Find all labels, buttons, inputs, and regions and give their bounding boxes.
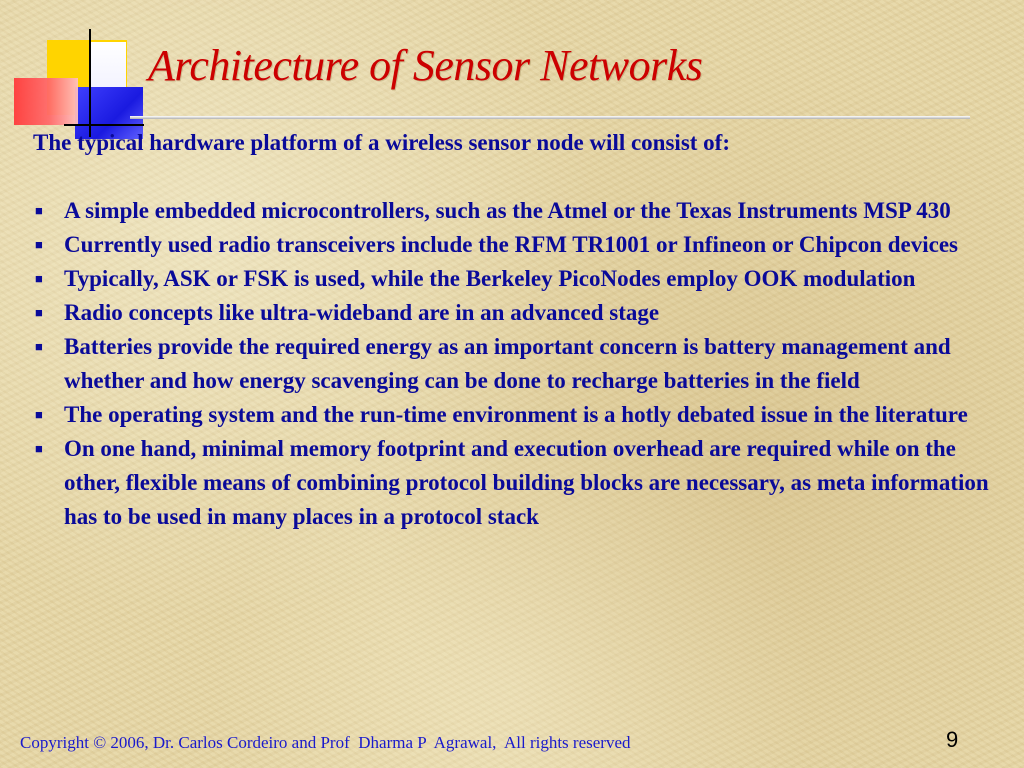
bullet-item: ■ Typically, ASK or FSK is used, while th… (33, 262, 998, 296)
title-underline-rule (130, 116, 970, 119)
bullet-icon: ■ (35, 271, 43, 286)
bullet-item: ■ On one hand, minimal memory footprint a… (33, 432, 998, 534)
bullet-text: A simple embedded microcontrollers, such… (64, 198, 951, 223)
bullet-text: Batteries provide the required energy as… (64, 334, 951, 393)
bullet-text: Radio concepts like ultra-wideband are i… (64, 300, 660, 325)
decor-white-square (90, 42, 126, 87)
slide-title: Architecture of Sensor Networks (148, 41, 703, 90)
decor-blue-square (75, 87, 143, 139)
bullet-text: Typically, ASK or FSK is used, while the… (64, 266, 916, 291)
intro-text: The typical hardware platform of a wirel… (33, 130, 730, 155)
bullet-item: ■ Batteries provide the required energy a… (33, 330, 998, 398)
bullet-text: Currently used radio transceivers includ… (64, 232, 959, 257)
slide-body: The typical hardware platform of a wirel… (33, 126, 998, 534)
decor-vertical-line (89, 29, 91, 137)
page-number: 9 (946, 727, 959, 752)
bullet-item: ■ Radio concepts like ultra-wideband are… (33, 296, 998, 330)
bullet-icon: ■ (35, 237, 43, 252)
bullet-icon: ■ (35, 203, 43, 218)
bullet-icon: ■ (35, 441, 43, 456)
bullet-icon: ■ (35, 339, 43, 354)
bullet-list: ■ A simple embedded microcontrollers, suc… (33, 194, 998, 534)
bullet-icon: ■ (35, 407, 43, 422)
bullet-text: The operating system and the run-time en… (64, 402, 968, 427)
bullet-item: ■ Currently used radio transceivers inclu… (33, 228, 998, 262)
footer-copyright: Copyright © 2006, Dr. Carlos Cordeiro an… (20, 733, 631, 752)
decor-red-square (14, 78, 78, 125)
bullet-item: ■ The operating system and the run-time e… (33, 398, 998, 432)
bullet-text: On one hand, minimal memory footprint an… (64, 436, 989, 529)
bullet-item: ■ A simple embedded microcontrollers, suc… (33, 194, 998, 228)
decor-horizontal-line (64, 124, 144, 126)
bullet-icon: ■ (35, 305, 43, 320)
